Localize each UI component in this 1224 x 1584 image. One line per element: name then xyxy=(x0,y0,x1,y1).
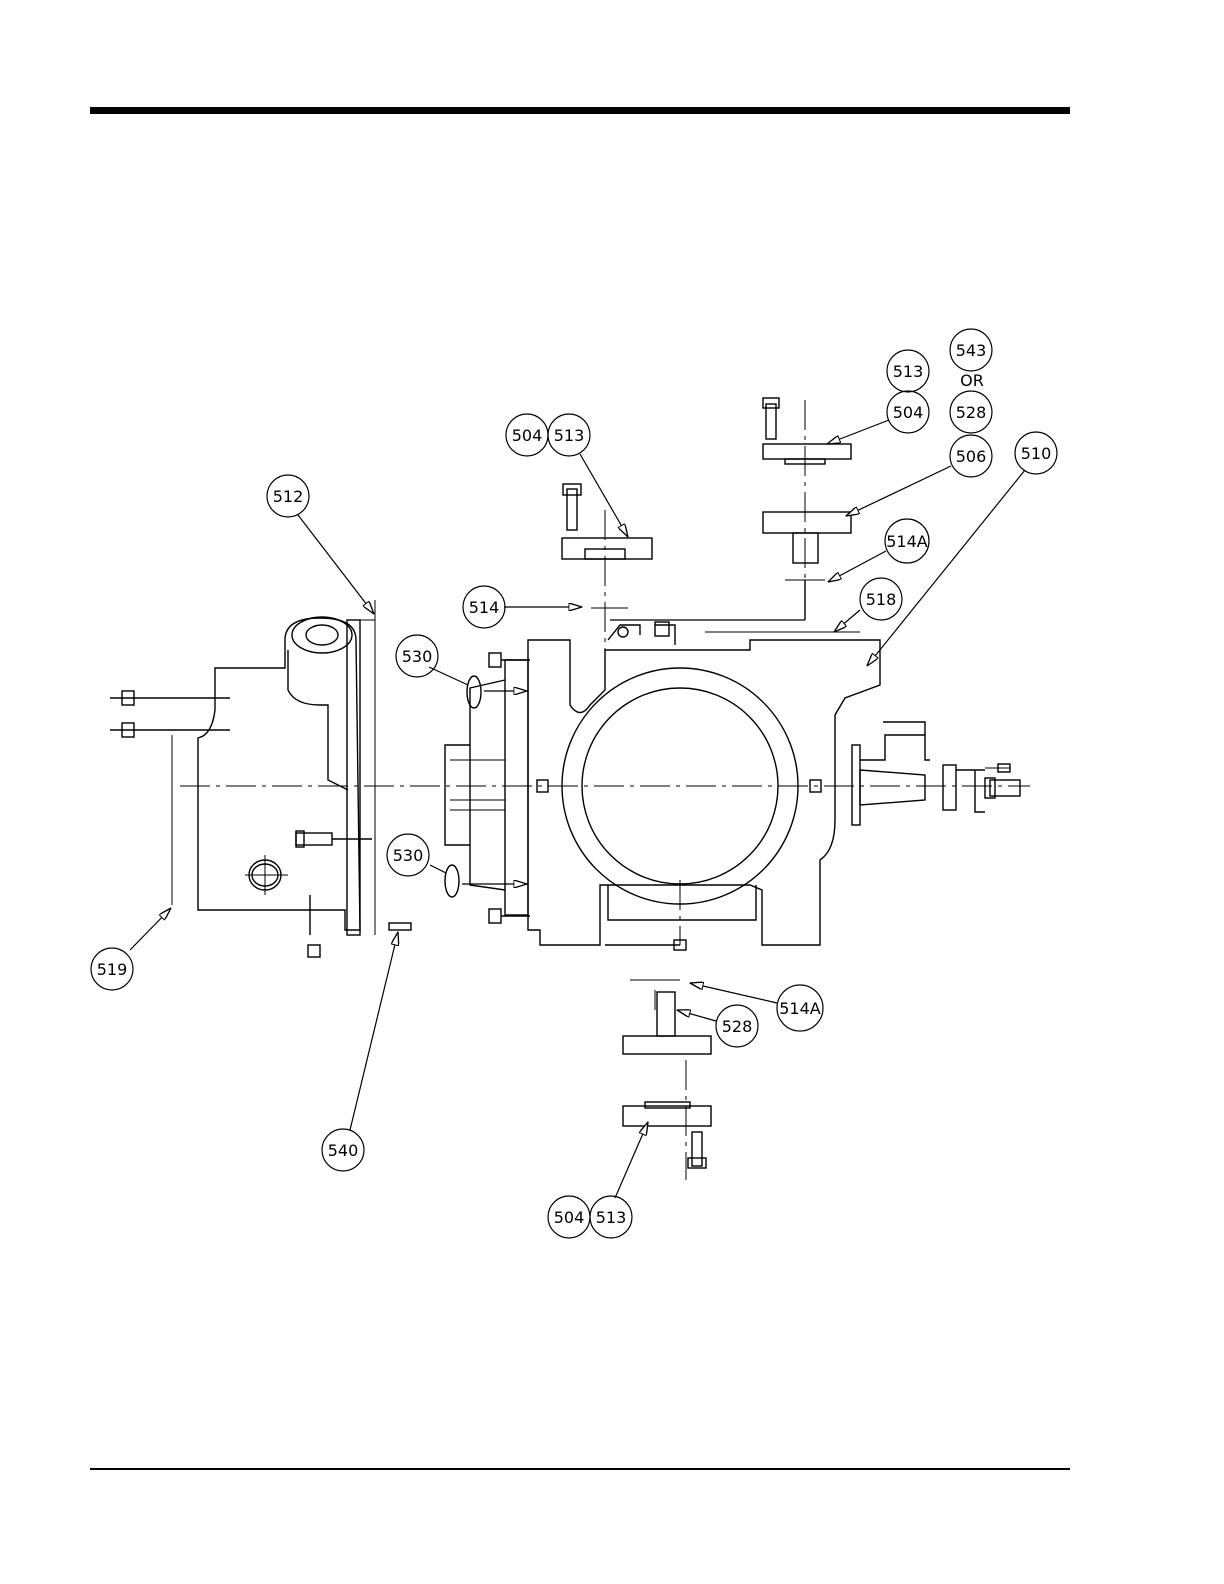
callout-504-bottom: 504 xyxy=(554,1208,585,1227)
callout-528-bottom: 528 xyxy=(722,1017,753,1036)
top-bearing-cap xyxy=(562,484,652,608)
callout-519: 519 xyxy=(97,960,128,979)
callout-518: 518 xyxy=(866,590,897,609)
callout-circles xyxy=(91,329,1057,1238)
callout-504-top: 504 xyxy=(512,426,543,445)
bottom-bearing-stack xyxy=(623,980,711,1168)
gear-housing xyxy=(445,622,1020,945)
centerlines xyxy=(180,400,1030,1180)
callout-528-right: 528 xyxy=(956,403,987,422)
callout-510: 510 xyxy=(1021,444,1052,463)
callout-504-right: 504 xyxy=(893,403,924,422)
callout-514a-top: 514A xyxy=(886,532,928,551)
callout-513-right: 513 xyxy=(893,362,924,381)
callout-514a-bottom: 514A xyxy=(779,999,821,1018)
callout-or: OR xyxy=(960,371,984,390)
callout-labels: 512 519 540 530 530 514 504 513 513 543 … xyxy=(97,341,1052,1227)
callout-530-upper: 530 xyxy=(402,647,433,666)
callout-530-lower: 530 xyxy=(393,846,424,865)
top-right-bearing-stack xyxy=(763,398,851,580)
callout-543: 543 xyxy=(956,341,987,360)
callout-540: 540 xyxy=(328,1141,359,1160)
callout-513-top: 513 xyxy=(554,426,585,445)
callout-513-bottom: 513 xyxy=(596,1208,627,1227)
callout-506: 506 xyxy=(956,447,987,466)
callout-512: 512 xyxy=(273,487,304,506)
callout-514: 514 xyxy=(469,598,500,617)
bearing-bracket xyxy=(198,600,375,935)
bolts-left xyxy=(110,691,411,957)
bottom-rule xyxy=(90,1468,1070,1470)
